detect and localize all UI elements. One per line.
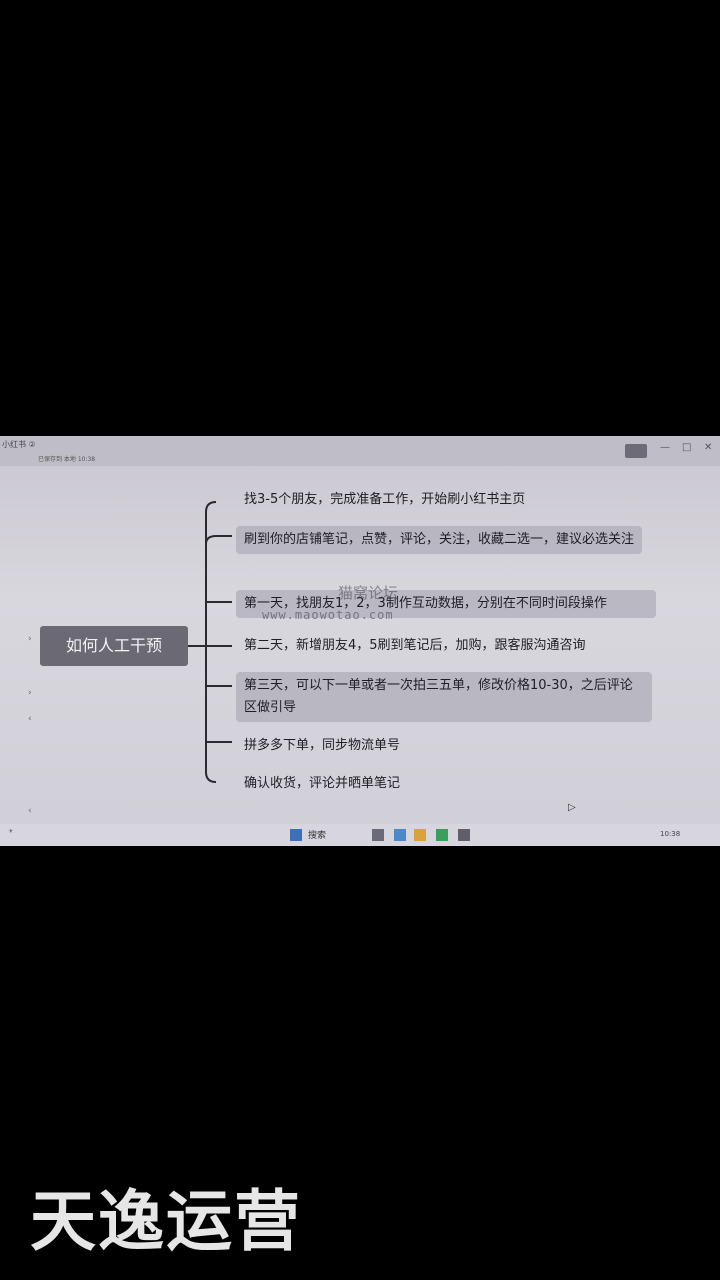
brand-watermark: 天逸运营 [30,1183,302,1260]
mindmap-branch-node[interactable]: 确认收货，评论并晒单笔记 [244,776,401,791]
close-icon[interactable]: ✕ [704,442,713,453]
forum-url-watermark: www.maowotao.com [262,608,394,622]
toolbar-arrow-icon[interactable]: › [28,634,32,644]
mindmap-root-node[interactable]: 如何人工干预 [40,626,188,666]
left-toolbar: › › ‹ ‹ [0,466,40,816]
window-title: 小红书 ② [2,440,36,449]
app-icon[interactable] [458,829,470,841]
weather-widget[interactable]: ☀ [8,828,14,835]
screen-photo: 小红书 ② 已保存到 本地 10:38 — □ ✕ › › ‹ ‹ 如何人工干预… [0,436,720,846]
mindmap-branch-node[interactable]: 找3-5个朋友，完成准备工作，开始刷小红书主页 [244,492,526,507]
mindmap-connectors [188,501,232,783]
mindmap-branch-node[interactable]: 第一天，找朋友1，2，3制作互动数据，分别在不同时间段操作 [236,590,656,618]
taskbar-search[interactable]: 搜索 [308,831,327,841]
app-icon[interactable] [436,829,448,841]
maximize-icon[interactable]: □ [682,442,692,453]
toolbar-arrow-icon[interactable]: ‹ [28,714,32,724]
app-icon[interactable] [394,829,406,841]
mouse-cursor-icon: ▷ [568,802,576,813]
folder-icon[interactable] [414,829,426,841]
window-titlebar: 小红书 ② 已保存到 本地 10:38 — □ ✕ [0,436,720,466]
toolbar-arrow-icon[interactable]: › [28,688,32,698]
start-icon[interactable] [290,829,302,841]
save-status: 已保存到 本地 10:38 [38,456,96,463]
toolbar-arrow-icon[interactable]: ‹ [28,806,32,816]
mindmap-branch-node[interactable]: 第二天，新增朋友4，5刷到笔记后，加购，跟客服沟通咨询 [244,638,586,653]
mindmap-branch-node[interactable]: 第三天，可以下一单或者一次拍三五单，修改价格10-30，之后评论区做引导 [236,672,652,722]
mindmap-branch-node[interactable]: 拼多多下单，同步物流单号 [244,738,401,753]
forum-watermark: 猫窝论坛 [338,584,399,602]
share-button[interactable] [625,444,647,458]
task-view-icon[interactable] [372,829,384,841]
minimize-icon[interactable]: — [660,442,670,453]
taskbar: ☀ 搜索 10:38 [0,824,720,846]
system-clock[interactable]: 10:38 [660,830,681,838]
mindmap-branch-node[interactable]: 刷到你的店铺笔记，点赞，评论，关注，收藏二选一，建议必选关注 [236,526,642,554]
